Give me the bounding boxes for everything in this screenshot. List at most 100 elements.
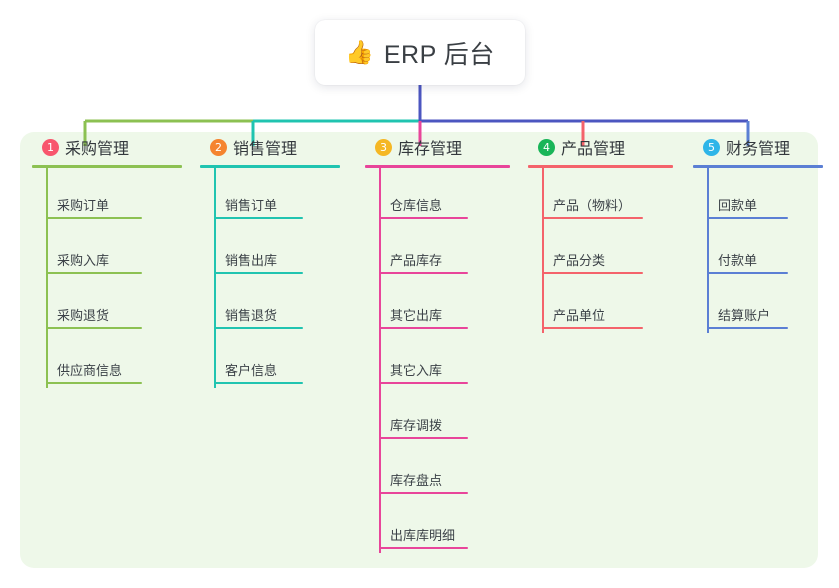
branch-item[interactable]: 产品分类	[528, 223, 673, 278]
branch-item-label: 产品分类	[553, 253, 606, 268]
branch-header-rule	[365, 165, 510, 168]
branch-item-label: 库存盘点	[390, 473, 443, 488]
branch-item[interactable]: 回款单	[693, 168, 823, 223]
branch-item-label: 产品（物料）	[553, 198, 632, 213]
branch-item-underline	[543, 327, 643, 329]
branch-header-1[interactable]: 1 采购管理	[32, 132, 182, 162]
branch-column-3: 3 库存管理仓库信息产品库存其它出库其它入库库存调拨库存盘点出库库明细	[365, 132, 510, 553]
branch-header-2[interactable]: 2 销售管理	[200, 132, 340, 162]
branch-item-underline	[708, 217, 788, 219]
branch-item-list: 销售订单销售出库销售退货客户信息	[200, 168, 340, 388]
branch-item[interactable]: 销售出库	[200, 223, 340, 278]
branch-spine	[46, 168, 48, 388]
branch-header-3[interactable]: 3 库存管理	[365, 132, 510, 162]
branch-item-underline	[215, 272, 303, 274]
branch-item-label: 仓库信息	[390, 198, 443, 213]
branch-item[interactable]: 库存盘点	[365, 443, 510, 498]
branch-title: 销售管理	[233, 141, 298, 158]
branch-columns: 1 采购管理采购订单采购入库采购退货供应商信息 2 销售管理销售订单销售出库销售退货客…	[0, 132, 839, 568]
branch-item[interactable]: 采购退货	[32, 278, 182, 333]
branch-title: 采购管理	[65, 141, 130, 158]
branch-item-underline	[380, 272, 468, 274]
branch-column-1: 1 采购管理采购订单采购入库采购退货供应商信息	[32, 132, 182, 388]
branch-item-label: 结算账户	[718, 308, 771, 323]
branch-item[interactable]: 产品库存	[365, 223, 510, 278]
branch-item-underline	[708, 272, 788, 274]
branch-item-label: 产品单位	[553, 308, 606, 323]
branch-item-label: 付款单	[718, 253, 758, 268]
branch-item-underline	[47, 382, 142, 384]
branch-item-underline	[708, 327, 788, 329]
branch-item[interactable]: 产品（物料）	[528, 168, 673, 223]
branch-number-badge: 3	[375, 138, 392, 156]
branch-item[interactable]: 采购订单	[32, 168, 182, 223]
branch-item-list: 产品（物料） 产品分类产品单位	[528, 168, 673, 333]
branch-item-underline	[215, 217, 303, 219]
branch-item-underline	[380, 382, 468, 384]
branch-item[interactable]: 销售退货	[200, 278, 340, 333]
branch-item-label: 产品库存	[390, 253, 443, 268]
branch-spine	[379, 168, 381, 553]
branch-item[interactable]: 结算账户	[693, 278, 823, 333]
branch-item-label: 其它入库	[390, 363, 443, 378]
branch-item-label: 库存调拨	[390, 418, 443, 433]
branch-column-4: 4 产品管理产品（物料） 产品分类产品单位	[528, 132, 673, 333]
branch-item-underline	[215, 382, 303, 384]
branch-item[interactable]: 其它入库	[365, 333, 510, 388]
branch-item[interactable]: 付款单	[693, 223, 823, 278]
branch-item[interactable]: 客户信息	[200, 333, 340, 388]
branch-number-badge: 4	[538, 138, 555, 156]
branch-item[interactable]: 采购入库	[32, 223, 182, 278]
branch-header-rule	[693, 165, 823, 168]
branch-number-badge: 2	[210, 138, 227, 156]
branch-item-label: 销售出库	[225, 253, 278, 268]
branch-item-underline	[47, 272, 142, 274]
branch-title: 库存管理	[398, 141, 463, 158]
branch-spine	[214, 168, 216, 388]
branch-item-label: 客户信息	[225, 363, 278, 378]
branch-item[interactable]: 仓库信息	[365, 168, 510, 223]
branch-column-2: 2 销售管理销售订单销售出库销售退货客户信息	[200, 132, 340, 388]
branch-item-label: 采购订单	[57, 198, 110, 213]
branch-item-underline	[47, 217, 142, 219]
root-node-card[interactable]: 👍 ERP 后台	[315, 20, 525, 85]
branch-item-underline	[380, 547, 468, 549]
branch-item[interactable]: 库存调拨	[365, 388, 510, 443]
branch-header-4[interactable]: 4 产品管理	[528, 132, 673, 162]
branch-item-label: 其它出库	[390, 308, 443, 323]
branch-spine	[707, 168, 709, 333]
branch-spine	[542, 168, 544, 333]
branch-item-underline	[543, 217, 643, 219]
branch-header-rule	[32, 165, 182, 168]
branch-item[interactable]: 其它出库	[365, 278, 510, 333]
branch-item[interactable]: 供应商信息	[32, 333, 182, 388]
root-node-title: ERP 后台	[383, 40, 495, 69]
branch-title: 产品管理	[561, 141, 626, 158]
branch-item-label: 出库库明细	[390, 528, 456, 543]
branch-item-underline	[543, 272, 643, 274]
branch-item-underline	[380, 492, 468, 494]
branch-item-label: 销售订单	[225, 198, 278, 213]
branch-item[interactable]: 产品单位	[528, 278, 673, 333]
branch-item-list: 采购订单采购入库采购退货供应商信息	[32, 168, 182, 388]
branch-item-underline	[380, 437, 468, 439]
branch-item-underline	[47, 327, 142, 329]
branch-item[interactable]: 销售订单	[200, 168, 340, 223]
diagram-background-panel	[20, 132, 818, 568]
branch-item-underline	[380, 327, 468, 329]
branch-item-underline	[380, 217, 468, 219]
branch-item-label: 采购入库	[57, 253, 110, 268]
branch-item-underline	[215, 327, 303, 329]
branch-item-label: 销售退货	[225, 308, 278, 323]
branch-item-list: 回款单付款单结算账户	[693, 168, 823, 333]
branch-number-badge: 5	[703, 138, 720, 156]
branch-header-rule	[200, 165, 340, 168]
branch-item[interactable]: 出库库明细	[365, 498, 510, 553]
branch-number-badge: 1	[42, 138, 59, 156]
branch-item-label: 采购退货	[57, 308, 110, 323]
branch-item-label: 回款单	[718, 198, 758, 213]
thumbs-up-icon: 👍	[345, 39, 374, 65]
